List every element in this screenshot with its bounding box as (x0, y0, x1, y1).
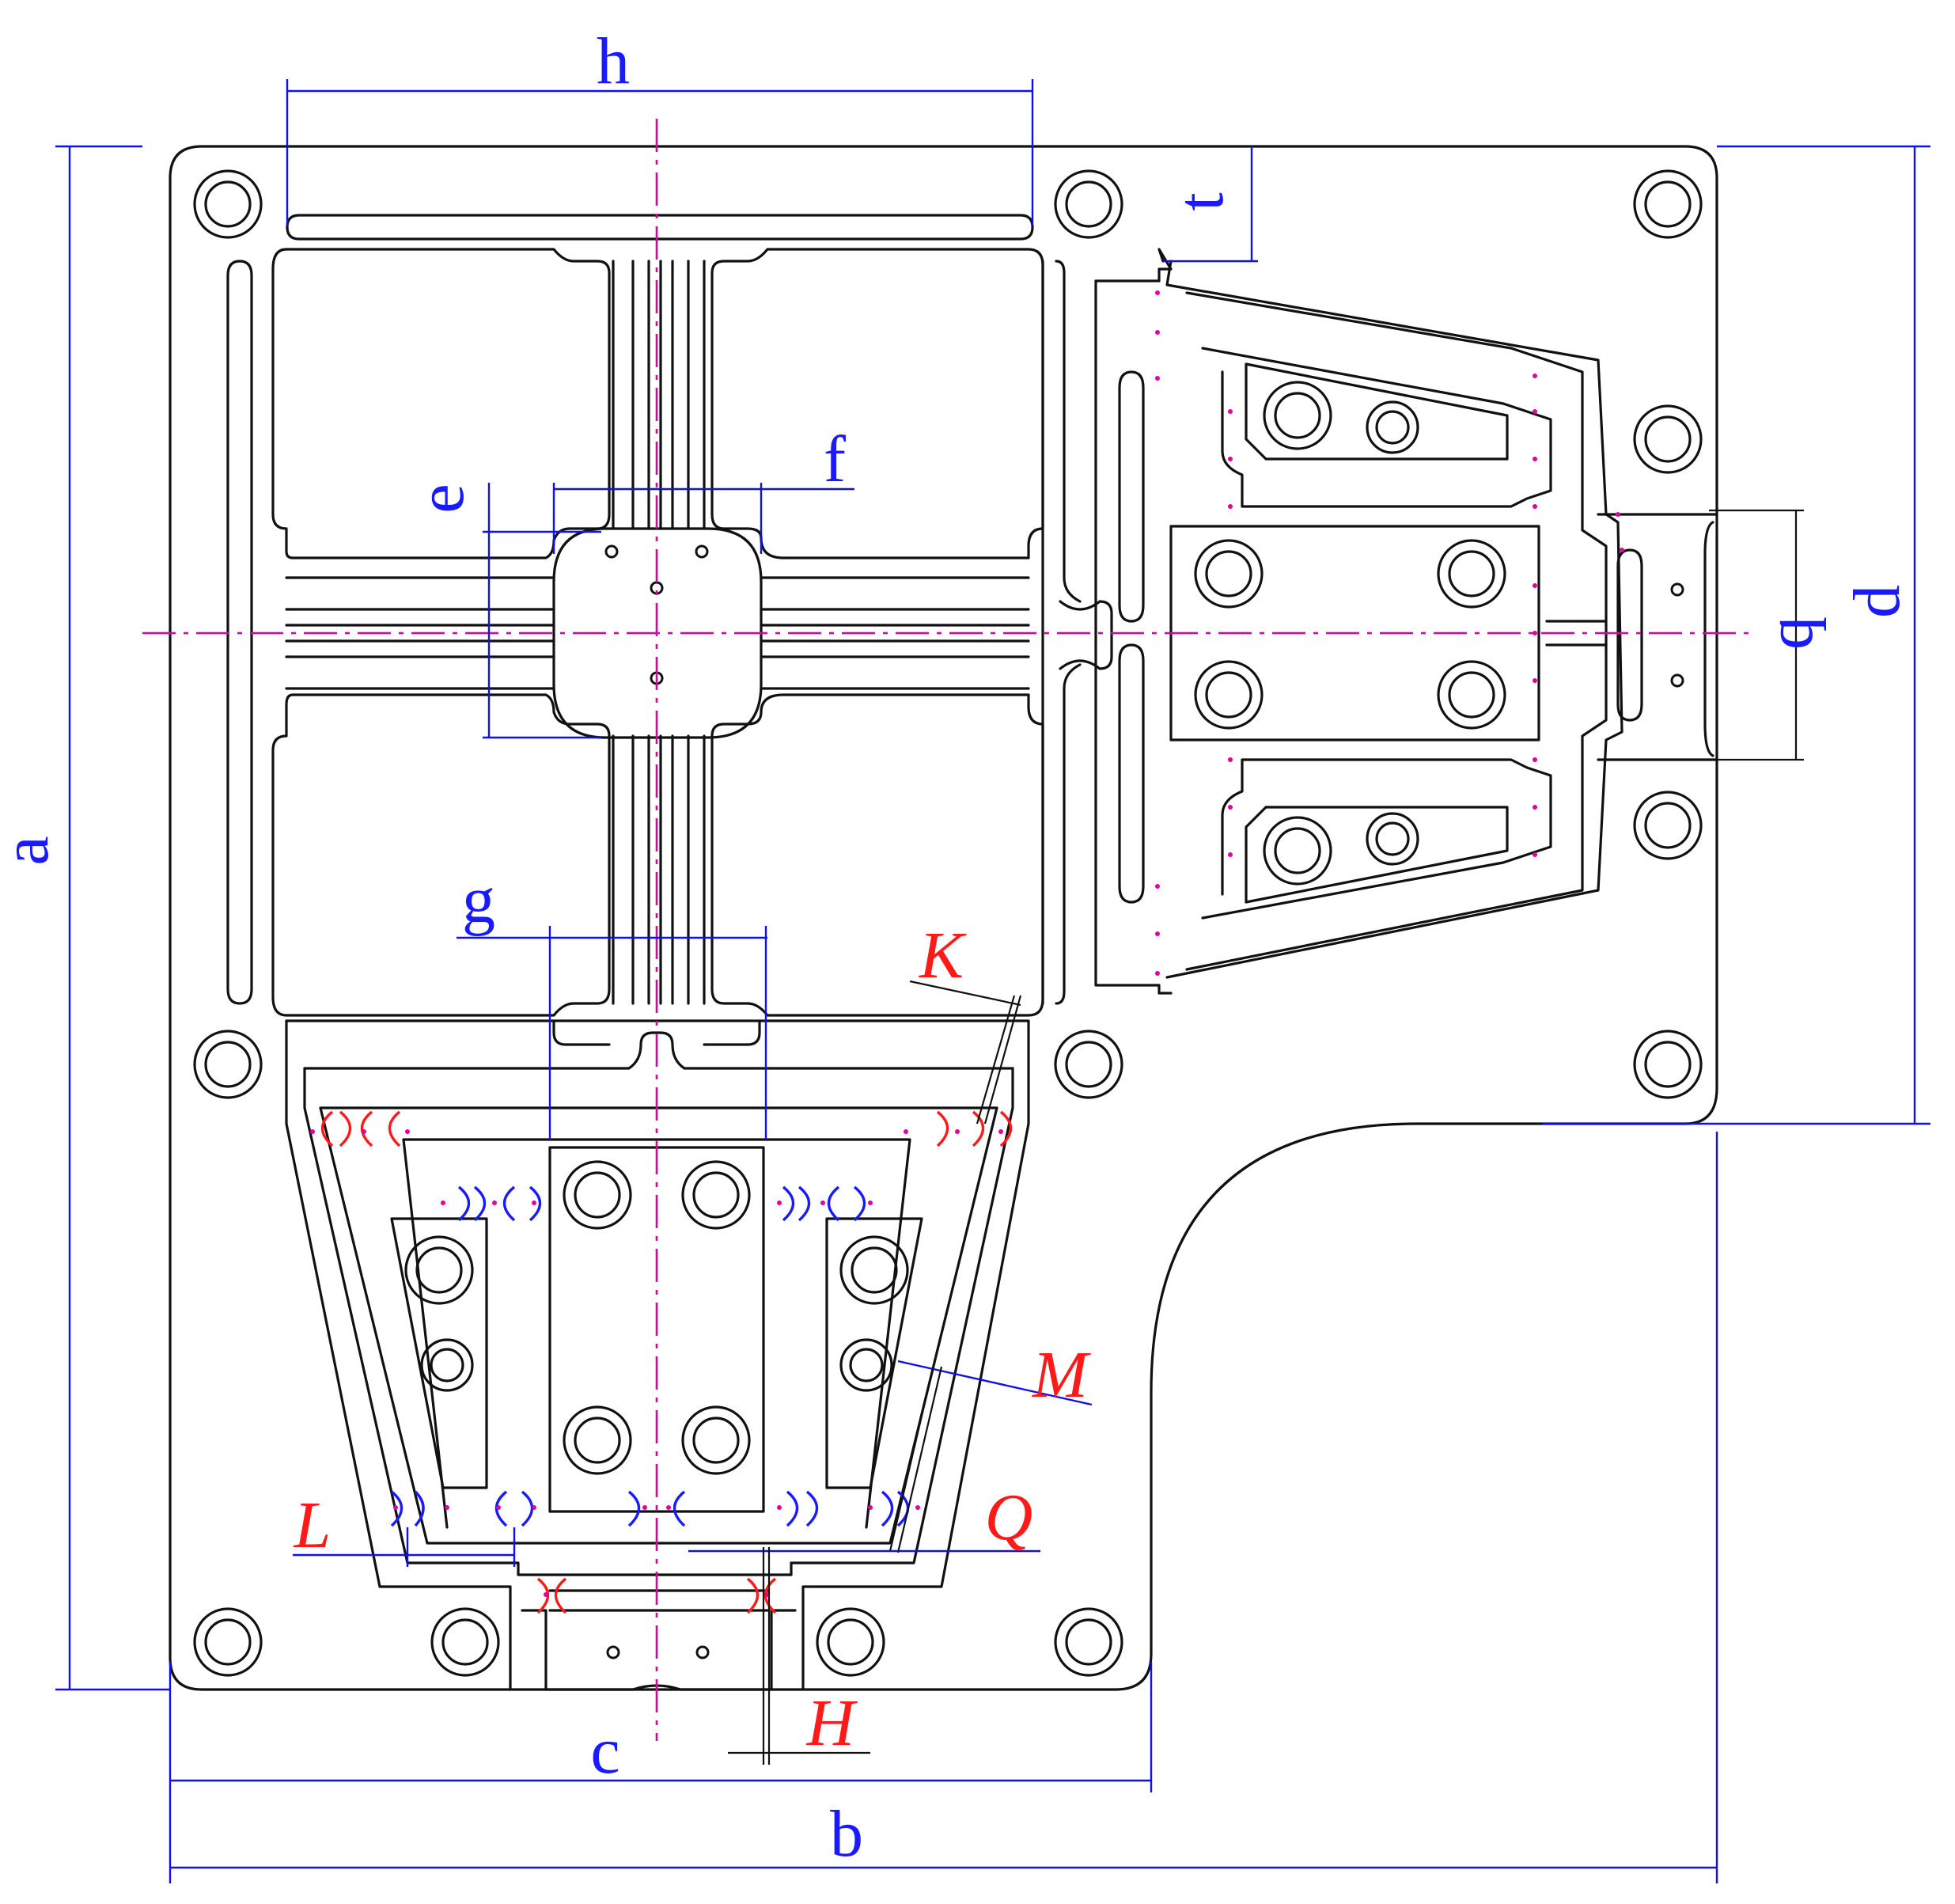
mechanism-hole (1263, 381, 1332, 450)
blue-flexure-hinges (390, 1185, 910, 1527)
dimension-lines (55, 79, 1930, 1883)
mechanism-hole (404, 1235, 474, 1305)
mechanism-hole (681, 1160, 751, 1230)
xy-stage (226, 214, 1082, 1017)
dim-label-q: q (1753, 616, 1827, 650)
dim-label-h: h (597, 25, 630, 98)
mechanism-hole (681, 1405, 751, 1475)
mounting-hole (816, 1607, 885, 1677)
mounting-hole (193, 1607, 263, 1677)
mounting-hole (1633, 404, 1703, 474)
dim-label-Q: Q (985, 1481, 1033, 1554)
plate-outline (169, 145, 1718, 1691)
dim-label-L: L (294, 1489, 332, 1562)
mounting-hole (1633, 791, 1703, 860)
dim-label-K: K (919, 919, 967, 992)
mounting-hole (1054, 169, 1123, 239)
mechanism-hole (1437, 539, 1506, 609)
mechanism-hole (563, 1160, 632, 1230)
mounting-hole (1054, 1030, 1123, 1099)
dim-label-c: c (590, 1714, 619, 1788)
red-flexure-hinges (320, 1110, 1013, 1614)
mechanism-hole (1194, 539, 1264, 609)
lower-mechanism (285, 1019, 1030, 1691)
center-platform (552, 527, 763, 739)
mechanism-hole (1194, 660, 1264, 730)
mounting-hole (193, 1030, 263, 1099)
right-mechanism (1059, 248, 1718, 995)
dim-label-b: b (830, 1797, 863, 1871)
mechanism-hole (1366, 400, 1419, 454)
dim-label-a: a (0, 836, 63, 865)
mechanism-hole (839, 1338, 893, 1392)
dim-label-d: d (1840, 585, 1914, 618)
mechanism-hole (563, 1405, 632, 1475)
mounting-hole (1054, 1607, 1123, 1677)
mounting-hole (1633, 169, 1703, 239)
mechanism-hole (1366, 812, 1419, 866)
mounting-holes (193, 169, 1703, 1677)
dim-label-g: g (462, 863, 495, 937)
dim-label-M: M (1032, 1338, 1091, 1412)
mechanism-hole (839, 1235, 909, 1305)
mechanism-hole (420, 1338, 474, 1392)
mechanism-hole (1263, 816, 1332, 886)
dim-label-f: f (824, 423, 846, 496)
mounting-hole (193, 169, 263, 239)
dim-label-t: t (1164, 192, 1237, 211)
mounting-hole (430, 1607, 500, 1677)
dim-label-H: H (806, 1686, 858, 1760)
mechanism-hole (1437, 660, 1506, 730)
mounting-hole (1633, 1030, 1703, 1099)
dim-label-e: e (404, 484, 478, 513)
